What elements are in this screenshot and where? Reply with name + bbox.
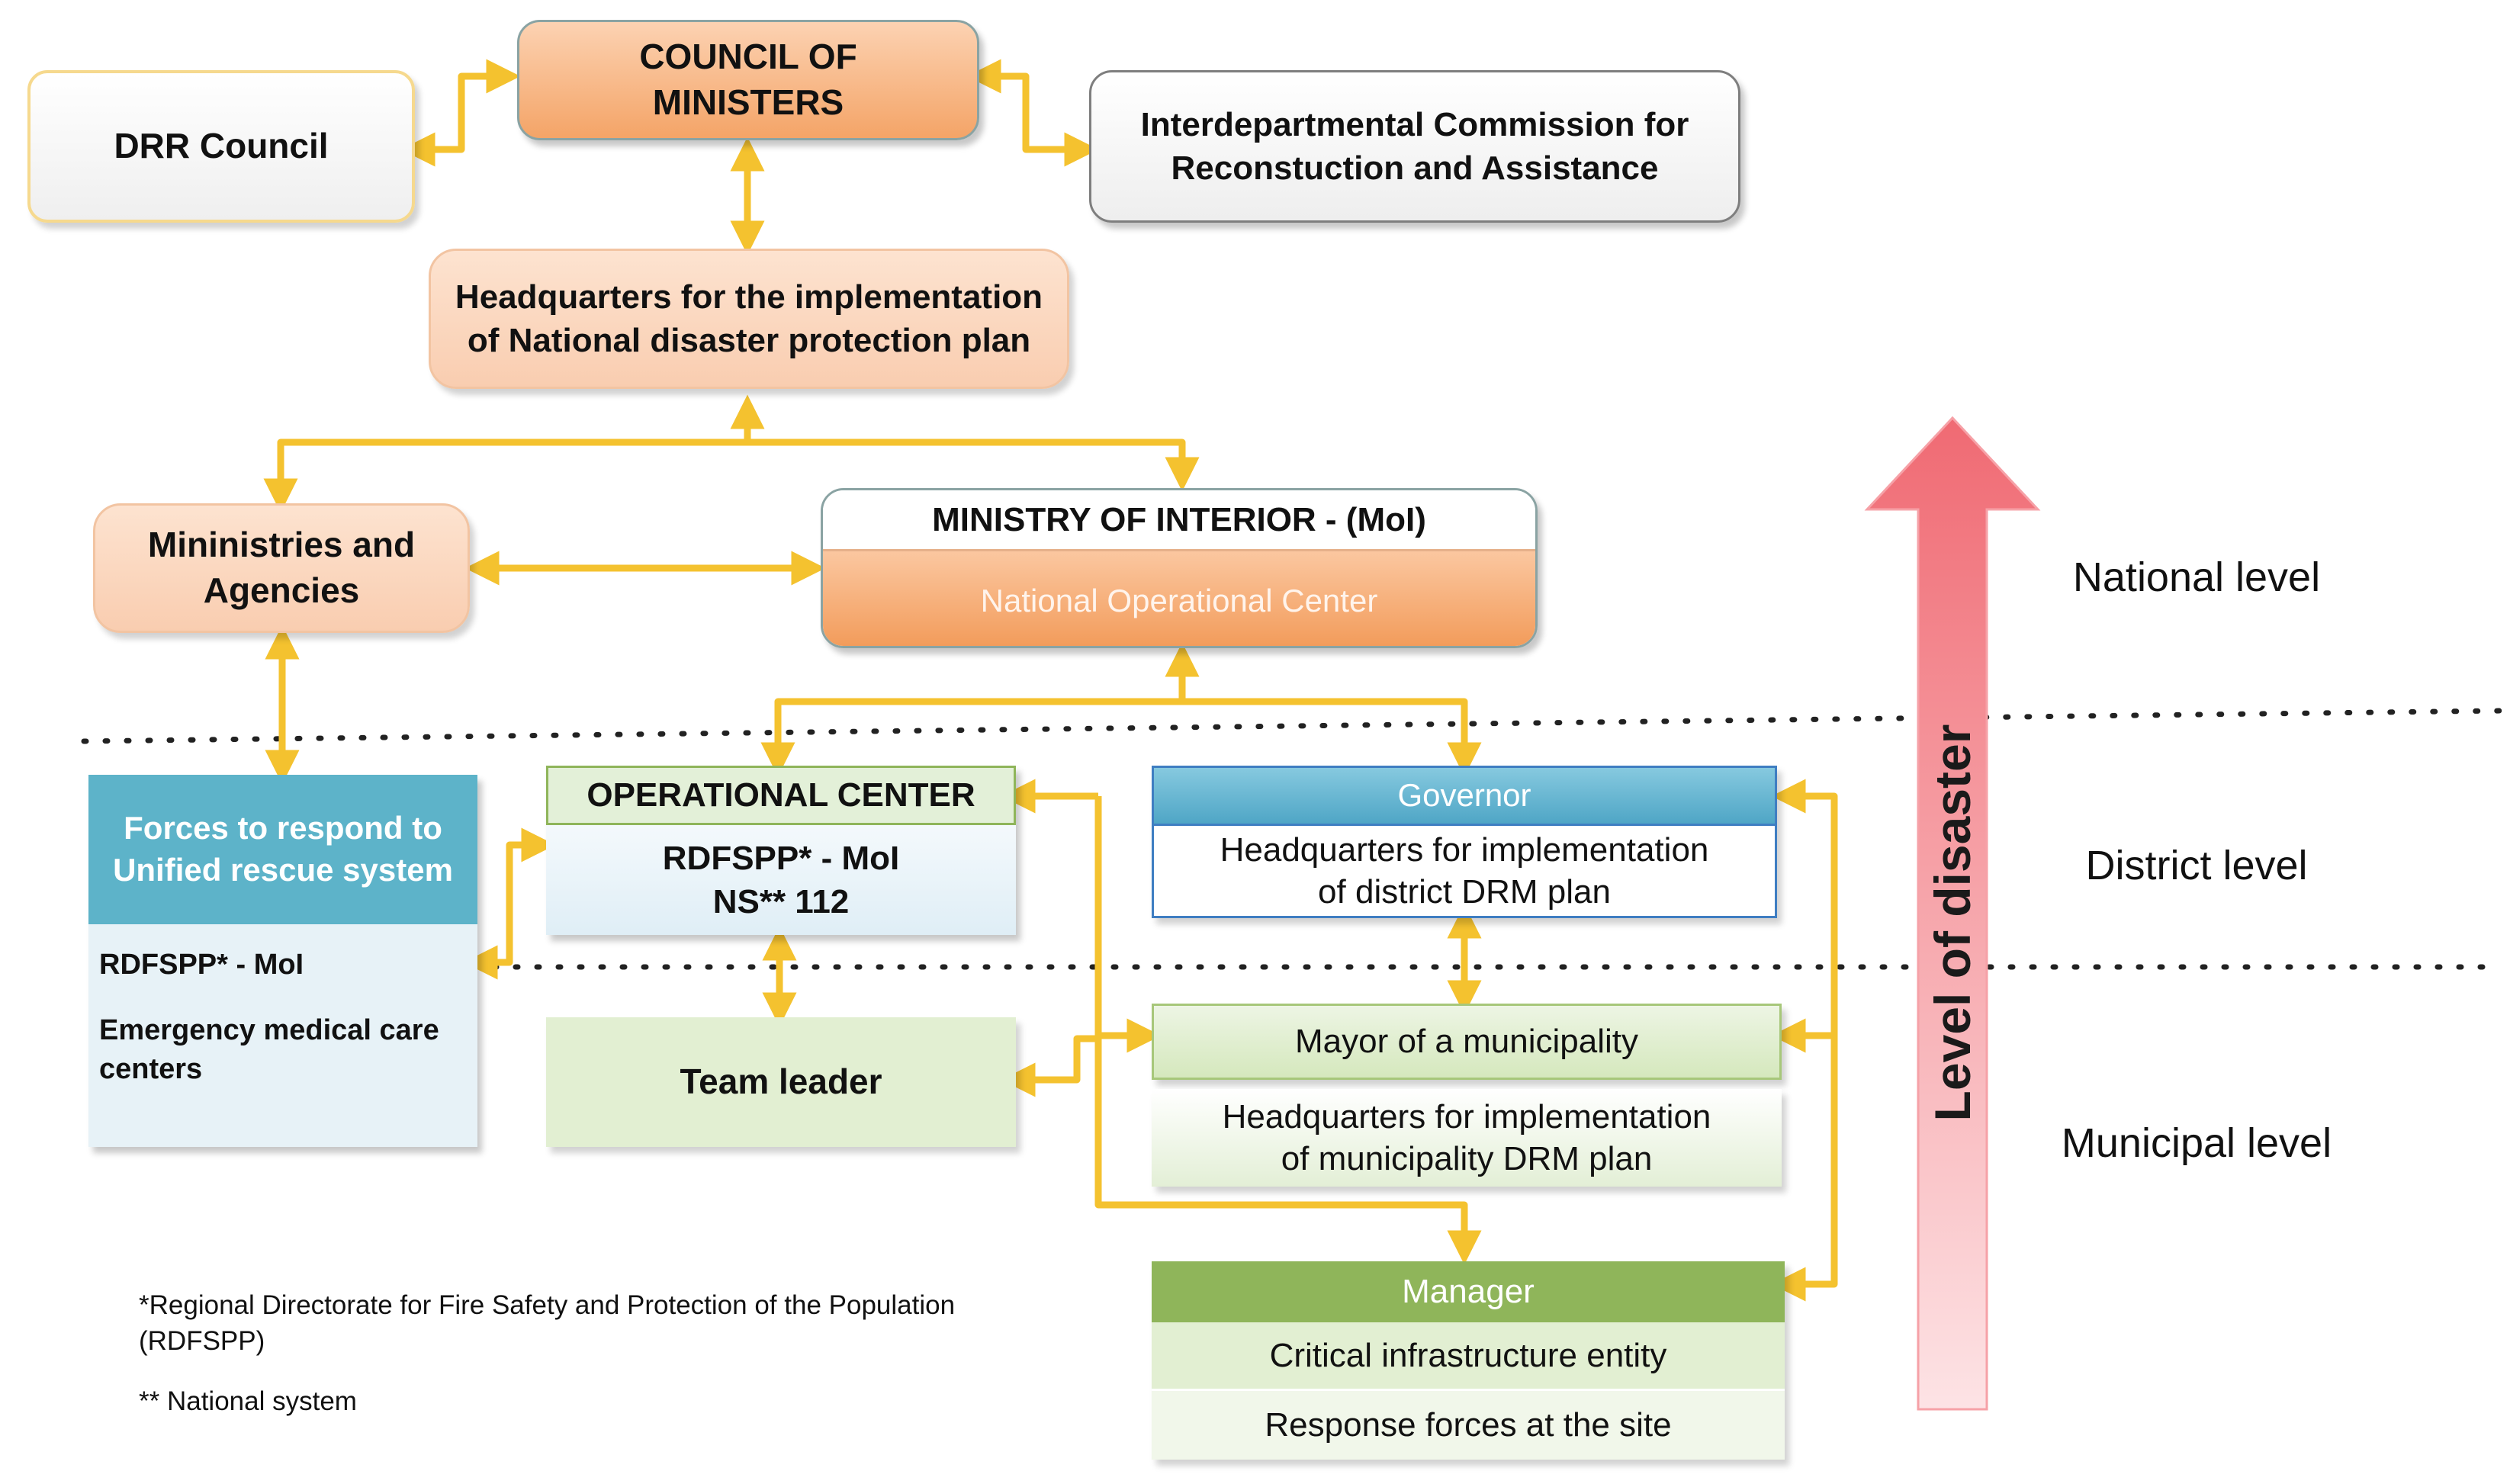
footnote-rdfspp: *Regional Directorate for Fire Safety an… <box>139 1290 956 1357</box>
connector-team-mayor <box>1001 1035 1098 1097</box>
team-leader-label: Team leader <box>680 1062 882 1102</box>
governor-body: Headquarters for implementation of distr… <box>1220 831 1709 911</box>
forces-item-rdfspp: RDFSPP* - MoI <box>99 949 304 981</box>
team-leader-box: Team leader <box>546 1017 1016 1147</box>
national-headquarters-box: Headquarters for the implementation of N… <box>429 249 1069 389</box>
level-of-disaster-label: Level of disaster <box>1924 724 1981 1122</box>
drr-council-label: DRR Council <box>114 126 329 166</box>
governor-title: Governor <box>1154 768 1775 826</box>
mayor-label: Mayor of a municipality <box>1295 1023 1638 1061</box>
manager-title: Manager <box>1152 1261 1785 1322</box>
moi-box: MINISTRY OF INTERIOR - (MoI) National Op… <box>821 488 1538 648</box>
national-operational-center: National Operational Center <box>823 551 1535 646</box>
ministries-label: Mininistries and Agencies <box>147 525 416 610</box>
commission-label: Interdepartmental Commission for Reconst… <box>1140 105 1689 187</box>
district-separator <box>81 708 2505 744</box>
mayor-box: Mayor of a municipality <box>1152 1004 1782 1080</box>
commission-box: Interdepartmental Commission for Reconst… <box>1089 70 1740 223</box>
connector-moi-branch <box>760 698 1482 777</box>
ministries-box: Mininistries and Agencies <box>93 503 470 633</box>
connector-drr-council <box>400 59 521 167</box>
national-headquarters-label: Headquarters for the implementation of N… <box>455 278 1043 359</box>
forces-item-emergency: Emergency medical care centers <box>99 1014 439 1086</box>
drr-council-box: DRR Council <box>27 70 415 223</box>
connector-bus-manager <box>1094 1036 1482 1265</box>
level-arrow <box>1864 416 2041 1411</box>
governor-box: Governor Headquarters for implementation… <box>1152 766 1777 918</box>
mayor-headquarters-box: Headquarters for implementation of munic… <box>1152 1089 1782 1187</box>
footnote-national-system: ** National system <box>139 1386 357 1416</box>
municipal-level-label: Municipal level <box>2061 1120 2332 1166</box>
national-level-label: National level <box>2072 554 2321 600</box>
council-of-ministers-label: COUNCIL OF MINISTERS <box>639 37 857 122</box>
mayor-headquarters-label: Headquarters for implementation of munic… <box>1222 1098 1711 1177</box>
connector-branch <box>263 438 1200 513</box>
manager-box: Manager Critical infrastructure entity R… <box>1152 1261 1785 1460</box>
operational-center-body: RDFSPP* - MoI NS** 112 <box>546 825 1016 935</box>
connector-bus-mayor <box>1094 796 1162 1053</box>
connector-commission <box>966 59 1099 167</box>
district-level-label: District level <box>2085 843 2308 888</box>
forces-title: Forces to respond to Unified rescue syst… <box>88 775 477 924</box>
operational-center-box: OPERATIONAL CENTER RDFSPP* - MoI NS** 11… <box>546 766 1016 935</box>
moi-title: MINISTRY OF INTERIOR - (MoI) <box>823 490 1535 551</box>
connector-forces-opcenter <box>463 827 556 980</box>
council-of-ministers-box: COUNCIL OF MINISTERS <box>517 20 979 140</box>
connector-right-bus <box>1771 779 1838 1302</box>
response-forces: Response forces at the site <box>1152 1391 1785 1460</box>
operational-center-title: OPERATIONAL CENTER <box>546 766 1016 825</box>
critical-infrastructure: Critical infrastructure entity <box>1152 1322 1785 1391</box>
forces-box: Forces to respond to Unified rescue syst… <box>88 775 477 1147</box>
